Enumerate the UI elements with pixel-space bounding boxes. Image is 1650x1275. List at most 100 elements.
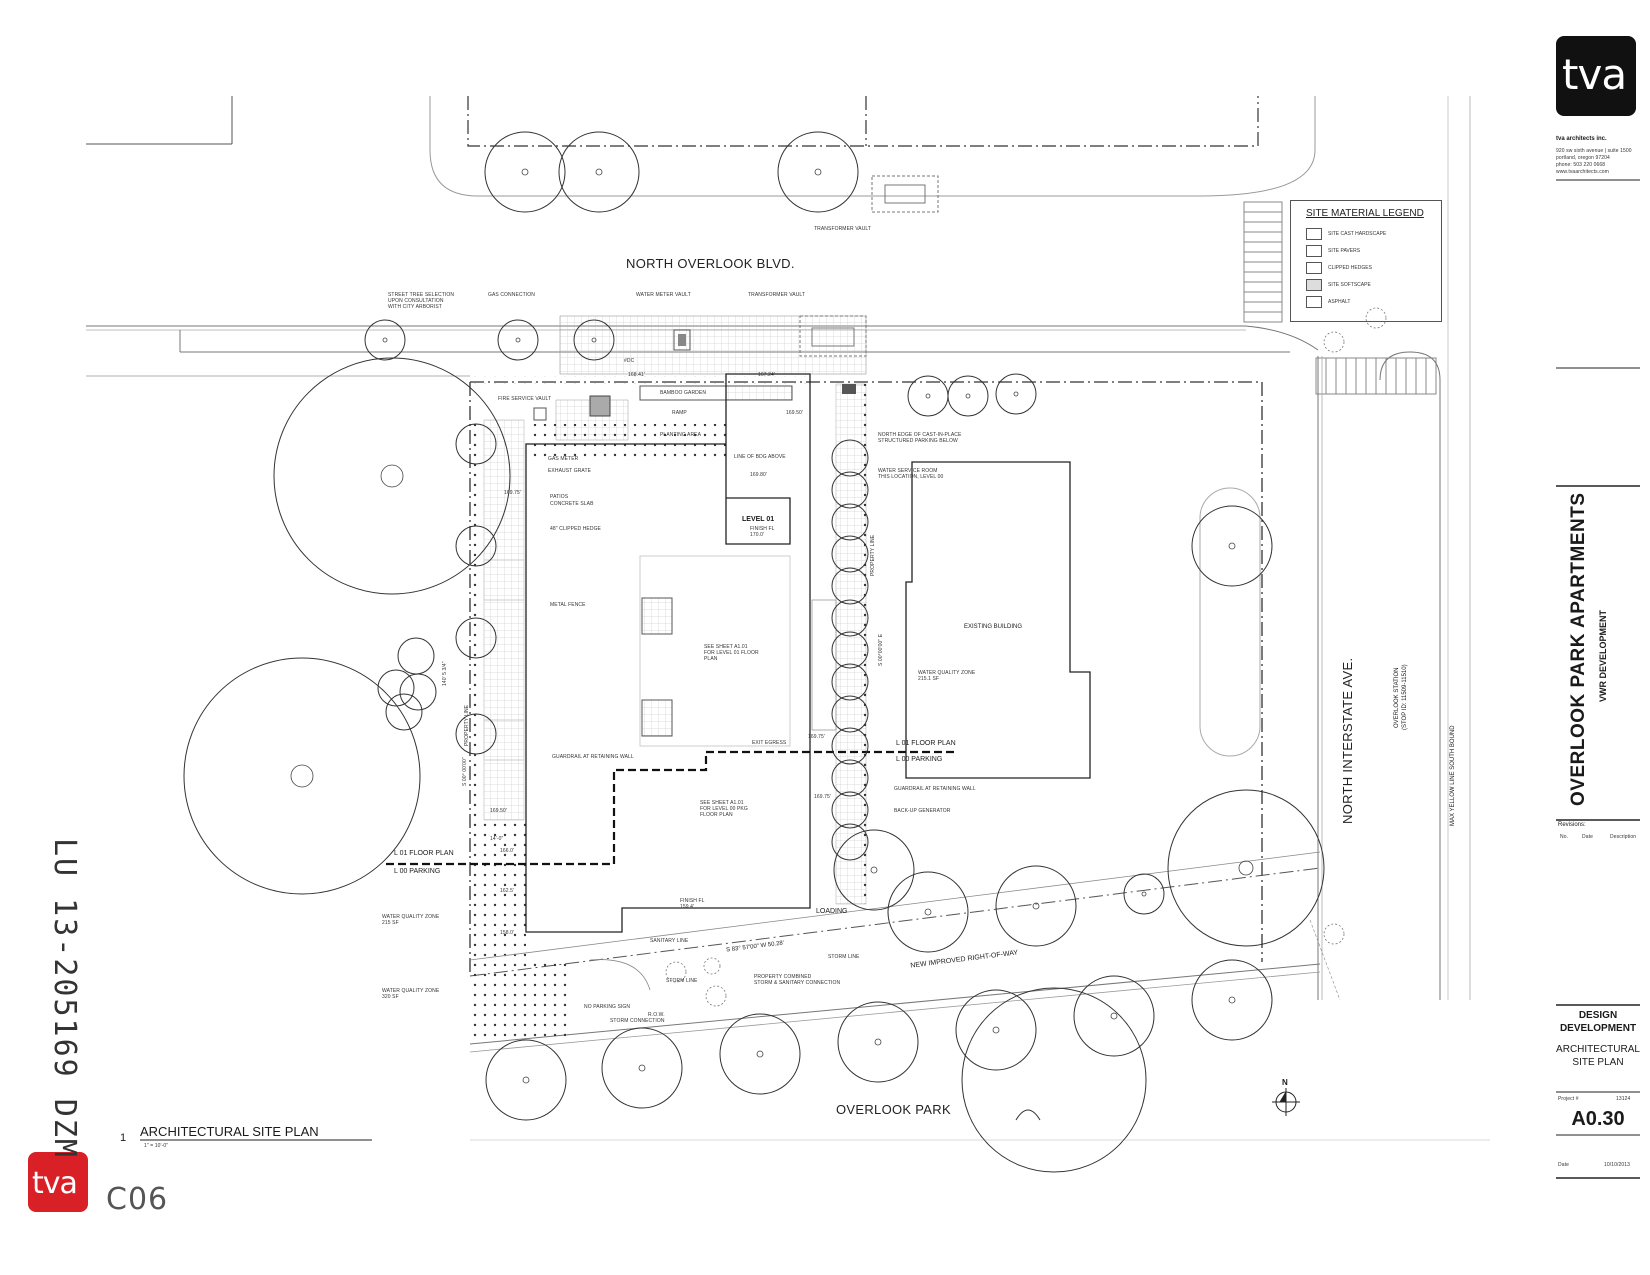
label-elev-7: 169.75' <box>814 794 831 800</box>
firm-logo: tva <box>1556 36 1636 116</box>
project-client: VWR DEVELOPMENT <box>1598 609 1608 702</box>
label-existing-building: EXISTING BUILDING <box>964 624 1023 630</box>
label-exit-egress: EXIT EGRESS <box>752 740 787 746</box>
legend-title: SITE MATERIAL LEGEND <box>1306 208 1424 219</box>
revisions-col-no: No. <box>1560 834 1569 840</box>
project-no: 13124 <box>1616 1096 1631 1102</box>
revisions-col-desc: Description <box>1610 834 1637 840</box>
label-bamboo-garden: BAMBOO GARDEN <box>660 390 707 396</box>
label-planting-area: PLANTING AREA <box>660 432 702 438</box>
label-wqz-3-1: WATER QUALITY ZONE <box>918 670 976 676</box>
label-finish-fl-1: FINISH FL <box>750 526 775 532</box>
level-boundary-line <box>386 750 956 866</box>
label-street-tree-2: UPON CONSULTATION <box>388 298 444 304</box>
label-finish-fl-2-val: 159.4' <box>680 904 695 910</box>
drawing-scale: 1" = 10'-0" <box>144 1143 169 1149</box>
label-patios-2: CONCRETE SLAB <box>550 501 594 507</box>
label-water-service-2: THIS LOCATION, LEVEL 00 <box>878 474 944 480</box>
sheet-number: A0.30 <box>1571 1108 1625 1130</box>
label-storm-line-2: STORM LINE <box>666 978 698 984</box>
existing-building <box>905 461 1091 779</box>
legend-item: SITE SOFTSCAPE <box>1306 279 1371 291</box>
sheet-date: 10/10/2013 <box>1604 1162 1631 1168</box>
firm-address-2: portland, oregon 97204 <box>1556 155 1610 161</box>
overlook-station-id: (STOP ID: 11509-11510) <box>1402 664 1408 730</box>
label-elev-6: 169.75' <box>808 734 825 740</box>
label-wqz-1-2: 215 SF <box>382 920 399 926</box>
label-l00-left: L 00 PARKING <box>394 868 441 875</box>
legend-swatch <box>1306 245 1322 257</box>
label-bearing-left: S 00° 00'00" <box>462 757 468 786</box>
label-sanitary-line: SANITARY LINE <box>650 938 689 944</box>
site-material-legend <box>1290 200 1442 322</box>
label-property-line-1: PROPERTY LINE <box>464 704 470 746</box>
label-guardrail-2: GUARDRAIL AT RETAINING WALL <box>894 786 976 792</box>
label-row-storm-1: R.O.W. <box>648 1012 665 1018</box>
sheet-name-1: ARCHITECTURAL <box>1556 1044 1640 1055</box>
label-no-parking: NO PARKING SIGN <box>584 1004 631 1010</box>
overlook-station-label: OVERLOOK STATION <box>1394 667 1400 728</box>
crosswalk-north <box>1243 201 1283 323</box>
label-tag: #DC <box>624 358 635 364</box>
project-no-label: Project # <box>1558 1096 1579 1102</box>
label-line-of-bldg: LINE OF BDG ABOVE <box>734 454 786 460</box>
label-wqz-2-2: 320 SF <box>382 994 399 1000</box>
label-street-tree-1: STREET TREE SELECTION <box>388 292 455 298</box>
label-elev-5: 169.75' <box>504 490 521 496</box>
label-metal-fence: METAL FENCE <box>550 602 586 608</box>
legend-swatch <box>1306 228 1322 240</box>
building-outline <box>525 373 811 933</box>
date-label: Date <box>1558 1162 1569 1168</box>
crosswalk-east <box>1315 357 1437 395</box>
label-see-a101-1: SEE SHEET A1.01 <box>704 644 748 650</box>
drawing-title: ARCHITECTURAL SITE PLAN <box>140 1124 319 1139</box>
label-wqz-2-1: WATER QUALITY ZONE <box>382 988 440 994</box>
label-dist-left: 140' 5 3/4" <box>442 661 448 686</box>
label-water-service-1: WATER SERVICE ROOM <box>878 468 938 474</box>
label-loading: LOADING <box>816 908 848 915</box>
revisions-label: Revisions: <box>1558 822 1586 828</box>
label-storm-line-1: STORM LINE <box>828 954 860 960</box>
north-arrow-label: N <box>1282 1078 1288 1087</box>
legend-swatch <box>1306 296 1322 308</box>
label-finish-fl-2: FINISH FL <box>680 898 705 904</box>
label-finish-fl-1-val: 170.0' <box>750 532 765 538</box>
label-wqz-1-1: WATER QUALITY ZONE <box>382 914 440 920</box>
label-l01-right: L 01 FLOOR PLAN <box>896 740 956 747</box>
north-arrow <box>1272 1088 1300 1116</box>
legend-item: ASPHALT <box>1306 296 1350 308</box>
street-north-overlook: NORTH OVERLOOK BLVD. <box>626 256 795 271</box>
label-exhaust-grate: EXHAUST GRATE <box>548 468 592 474</box>
max-yellow-line-label: MAX YELLOW LINE SOUTH BOUND <box>1450 725 1456 826</box>
label-see-a001-1: SEE SHEET A1.01 <box>700 800 744 806</box>
label-street-tree-3: WITH CITY ARBORIST <box>388 304 442 310</box>
label-see-a001-3: FLOOR PLAN <box>700 812 733 818</box>
label-gas-connection: GAS CONNECTION <box>488 292 535 298</box>
label-transformer-vault-top: TRANSFORMER VAULT <box>814 226 872 232</box>
label-l00-right: L 00 PARKING <box>896 756 943 763</box>
label-fire-service-vault: FIRE SERVICE VAULT <box>498 396 552 402</box>
firm-address-1: 920 sw sixth avenue | suite 1500 <box>1556 148 1632 154</box>
label-elev-9: 162.5' <box>500 888 515 894</box>
firm-logo-text: tva <box>1562 50 1627 99</box>
label-see-a101-3: PLAN <box>704 656 718 662</box>
label-ramp: RAMP <box>672 410 687 416</box>
tree-centers <box>290 168 1254 1084</box>
label-row-storm-2: STORM CONNECTION <box>610 1018 665 1024</box>
legend-swatch <box>1306 262 1322 274</box>
sheet-name-2: SITE PLAN <box>1572 1057 1624 1068</box>
label-north-edge-2: STRUCTURED PARKING BELOW <box>878 438 958 444</box>
label-elev-2: 167.24' <box>758 372 775 378</box>
utility-symbols <box>665 307 1387 1007</box>
label-elev-10: 158.0' <box>500 930 515 936</box>
label-level-01: LEVEL 01 <box>742 516 775 523</box>
tva-stamp-logo-text: tva <box>32 1166 78 1201</box>
label-water-meter-vault: WATER METER VAULT <box>636 292 691 298</box>
overlook-park-label: OVERLOOK PARK <box>836 1102 951 1117</box>
label-clipped-hedge: 48" CLIPPED HEDGE <box>550 526 601 532</box>
tva-stamp-logo: tva <box>28 1152 88 1212</box>
label-guardrail-1: GUARDRAIL AT RETAINING WALL <box>552 754 634 760</box>
firm-phone: phone: 503 220 0668 <box>1556 162 1606 168</box>
label-elev-12: 14'-0" <box>490 836 504 842</box>
